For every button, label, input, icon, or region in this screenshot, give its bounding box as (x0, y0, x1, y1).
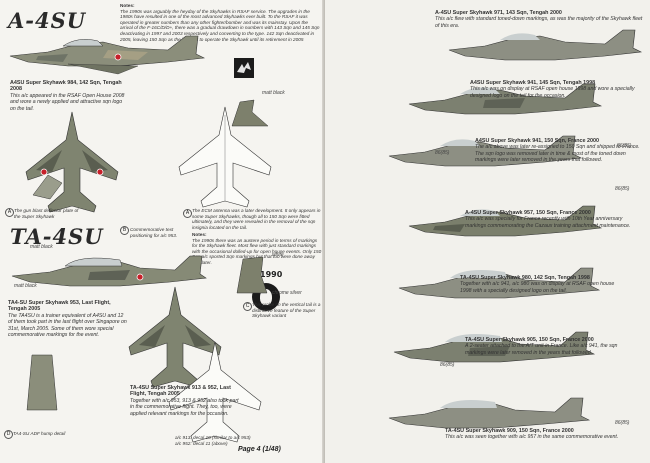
caption-905: TA-4SU Super Skyhawk 905, 150 Sqn, Franc… (465, 337, 635, 356)
caption-905-title: TA-4SU Super Skyhawk 905, 150 Sqn, Franc… (465, 337, 594, 343)
a4su-top-view (25, 111, 119, 213)
notes-1990s: Notes: The 1990s there was an austere pe… (192, 232, 322, 266)
caption-913: TA-4SU Super Skyhawk 913 & 952, Last Fli… (130, 385, 240, 417)
caption-957-body: This a/c was specially for France recent… (465, 216, 631, 229)
label-white: white (272, 252, 284, 258)
caption-984-body: This a/c appeared in the RSAF Open House… (10, 92, 125, 112)
caption-953-title: TA4-SU Super Skyhawk 953, Last Flight, T… (8, 300, 111, 313)
caption-909: TA-4SU Super Skyhawk 909, 150 Sqn, Franc… (445, 428, 625, 441)
caption-941-150-title: A4SU Super Skyhawk 941, 150 Sqn, France … (475, 138, 600, 144)
notes2-text: The 1990s there was an austere period in… (192, 237, 322, 265)
caption-980: TA-4SU Super Skyhawk 980, 142 Sqn, Tenga… (460, 275, 625, 294)
small-label-5: 86(85) (615, 420, 630, 426)
caption-941-145-body: This a/c was on display at RSAF open hou… (470, 86, 635, 99)
a4su-941-150-side-view (388, 135, 583, 167)
small-label-3: 86(85) (615, 186, 630, 192)
label-chrome: chrome silver (272, 290, 302, 296)
caption-941-145-title: A4SU Super Skyhawk 941, 145 Sqn, Tengah … (470, 80, 596, 86)
notes-heading: Notes: (120, 3, 135, 8)
adf-hump-detail (26, 354, 58, 411)
caption-971-title: A-4SU Super Skyhawk 971, 143 Sqn, Tengah… (435, 10, 562, 16)
caption-953-body: The TA4SU is a trainer equivalent of A4S… (8, 312, 127, 339)
a4su-underside-view (178, 106, 272, 208)
note-ecm: The ECM antenna was a later development.… (192, 208, 321, 230)
a4su-971-side-view (448, 29, 643, 61)
gun-note: The gun blast deflector plate of the Sup… (14, 208, 79, 219)
caption-905-body: A 2-seater attached to the A/T unit in F… (465, 343, 618, 356)
caption-984: A4SU Super Skyhawk 984, 142 Sqn, Tengah … (10, 80, 125, 112)
decal-913: a/c 913: decal 10 (similar to a/c 953) (175, 435, 251, 440)
notes-top: Notes: The 1990s was arguably the heyday… (120, 3, 320, 42)
title-ta4su: TA-4SU (10, 224, 104, 249)
caption-980-title: TA-4SU Super Skyhawk 980, 142 Sqn, Tenga… (460, 275, 590, 281)
caption-941-150-body: The a/c above was later re-assigned to 1… (475, 144, 640, 164)
caption-957: A-4SU Super Skyhawk 957, 150 Sqn, France… (465, 210, 635, 229)
label-matt-black-3: matt black (14, 283, 37, 289)
ta4su-905-side-view (393, 331, 596, 363)
caption-971: A-4SU Super Skyhawk 971, 143 Sqn, Tengah… (435, 10, 645, 29)
small-label-1: 86(85) (617, 143, 632, 149)
tail-detail-view (231, 99, 269, 127)
caption-909-body: This a/c was seen together with a/c 957 … (445, 434, 619, 441)
caption-913-title: TA-4SU Super Skyhawk 913 & 952, Last Fli… (130, 385, 231, 398)
title-a4su: A-4SU (8, 8, 87, 33)
a4su-941-145-side-view (408, 83, 603, 115)
notes2-heading: Notes: (192, 232, 207, 237)
caption-913-body: Together with a/c 953, 913 & 952 also to… (130, 397, 239, 417)
ta4su-909-side-view (388, 397, 591, 429)
small-label-4: 86(85) (440, 362, 455, 368)
caption-980-body: Together with a/c 941, a/c 980 was on di… (460, 281, 615, 294)
a4su-984-side-view (9, 35, 206, 75)
caption-941-150: A4SU Super Skyhawk 941, 150 Sqn, France … (475, 138, 640, 164)
ta4su-980-side-view (398, 267, 601, 299)
ref-a-marker-2: A (5, 208, 14, 217)
page-footer: Page 4 (1/48) (238, 446, 281, 453)
a4su-957-side-view (408, 205, 603, 237)
notes-top-text: The 1990s was arguably the heyday of the… (120, 8, 320, 42)
right-page: A-4SU Super Skyhawk 971, 143 Sqn, Tengah… (325, 0, 650, 463)
caption-941-145: A4SU Super Skyhawk 941, 145 Sqn, Tengah … (470, 80, 640, 99)
year-1990: 1990 (260, 270, 283, 279)
tail-commemorative-detail (236, 256, 268, 294)
label-matt-black: matt black (262, 90, 285, 96)
commemorative-note: Commemorative text positioning for a/c 9… (130, 227, 178, 238)
ta4su-top-view (128, 286, 222, 388)
hump-note: TA4-SU ADF hump detail (13, 431, 66, 436)
sqn-logo-eagle (234, 58, 254, 78)
caption-909-title: TA-4SU Super Skyhawk 909, 150 Sqn, Franc… (445, 428, 574, 434)
small-label-2: 86(85) (435, 150, 450, 156)
caption-984-title: A4SU Super Skyhawk 984, 142 Sqn, Tengah … (10, 80, 122, 93)
ta4su-underside-view (168, 341, 262, 443)
caption-971-body: This a/c flew with standard toned-down m… (435, 16, 643, 29)
caption-953: TA4-SU Super Skyhawk 953, Last Flight, T… (8, 300, 128, 338)
ref-b-marker: B (120, 226, 129, 235)
caption-957-title: A-4SU Super Skyhawk 957, 150 Sqn, France… (465, 210, 591, 216)
ref-a-marker: A (183, 209, 192, 218)
label-matt-black-2: matt black (30, 244, 53, 250)
left-page: A-4SU Notes: The 1990s was arguably the … (4, 3, 322, 453)
decal-952: a/c 952: decal 11 (above) (175, 441, 228, 446)
probe-note: This probe on the vertical tail is a dis… (252, 302, 321, 319)
ref-d-marker: D (4, 430, 13, 439)
ta4su-953-side-view (11, 255, 207, 287)
gun-plate-detail (32, 174, 63, 200)
ref-c-marker: C (243, 302, 252, 311)
